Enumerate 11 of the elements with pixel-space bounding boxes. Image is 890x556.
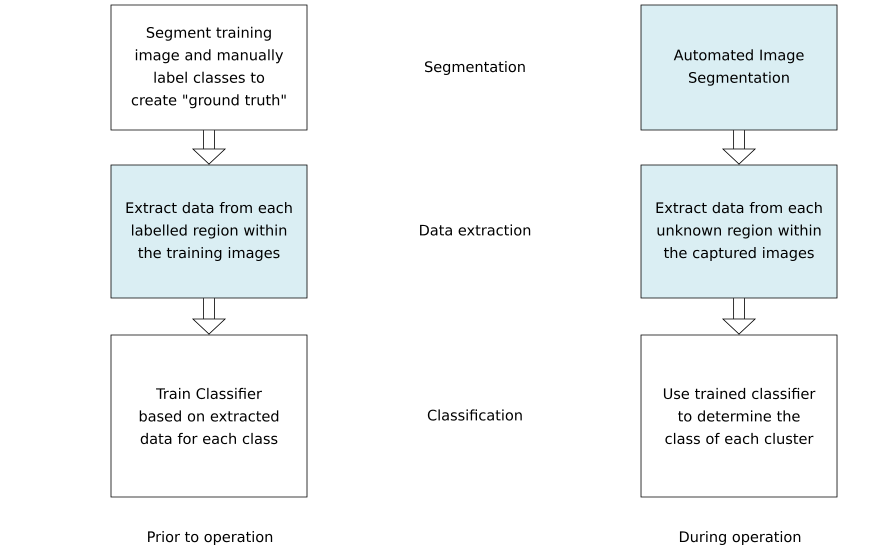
process-box: Use trained classifier to determine the class of each cluster (640, 334, 838, 498)
column-label: During operation (680, 530, 800, 545)
process-box: Segment training image and manually label classes to create "ground truth" (110, 4, 308, 130)
process-box: Extract data from each unknown region within the captured images (640, 164, 838, 298)
column-label: Prior to operation (148, 530, 272, 545)
process-box: Extract data from each labelled region within the training images (110, 164, 308, 298)
process-box: Automated Image Segmentation (640, 4, 838, 130)
stage-label: Segmentation (425, 60, 525, 75)
process-box: Train Classifier based on extracted data for each class (110, 334, 308, 498)
stage-label: Data extraction (420, 224, 530, 236)
stage-label: Classification (428, 409, 522, 421)
